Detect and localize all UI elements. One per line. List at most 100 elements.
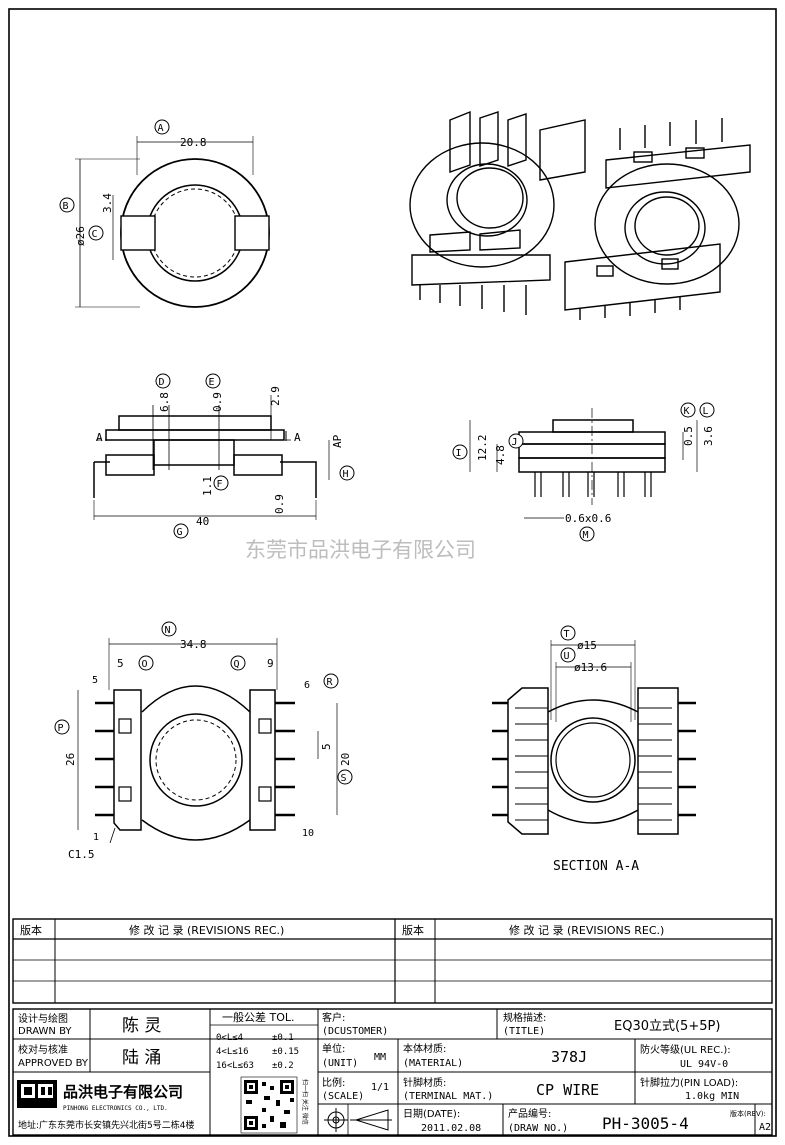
company-logo xyxy=(17,1080,57,1108)
label-p: P xyxy=(58,723,64,734)
tol-value-1: ±0.1 xyxy=(272,1033,294,1043)
rev-right-record-header: 修 改 记 录 (REVISIONS REC.) xyxy=(509,923,664,937)
qr-code xyxy=(240,1076,298,1134)
label-d: D xyxy=(159,377,165,388)
unit-label-cn: 单位: xyxy=(322,1042,345,1055)
dim-side-l: 3.6 xyxy=(702,426,715,446)
dim-side-k: 0.5 xyxy=(682,426,695,446)
label-q: Q xyxy=(234,659,240,670)
label-e: E xyxy=(209,377,215,388)
date-value: 2011.02.08 xyxy=(421,1123,481,1134)
material-value: 378J xyxy=(551,1048,587,1066)
scale-label-cn: 比例: xyxy=(322,1076,345,1089)
label-s: S xyxy=(341,773,347,784)
dim-side-base: 4.8 xyxy=(494,445,507,465)
label-f: F xyxy=(217,479,223,490)
dim-bottom-right: 9 xyxy=(267,657,274,670)
approved-label-en: APPROVED BY xyxy=(18,1058,89,1069)
customer-label-cn: 客户: xyxy=(322,1011,345,1024)
dim-bottom-height: 26 xyxy=(64,753,77,766)
label-a: A xyxy=(158,123,164,134)
isometric-view-right xyxy=(564,118,751,320)
dim-side-height: 12.2 xyxy=(476,435,489,462)
customer-label-en: (DCUSTOMER) xyxy=(322,1026,388,1037)
watermark: 东莞市品洪电子有限公司 xyxy=(245,538,476,562)
dim-front-pin: 0.9 xyxy=(273,494,286,514)
fire-rating-label: 防火等级(UL REC.): xyxy=(640,1043,731,1056)
rev-left-version-header: 版本 xyxy=(20,923,42,937)
front-view: 6.8 0.9 2.9 AP 1.1 0.9 40 A A D E F G H xyxy=(93,373,355,539)
pin-number-5: 5 xyxy=(92,675,98,686)
dim-top-height: ø26 xyxy=(74,226,87,246)
label-h: H xyxy=(343,469,349,480)
qr-caption: 扫一扫 关注 微信 xyxy=(301,1079,309,1125)
material-label-cn: 本体材质: xyxy=(403,1042,446,1055)
rev-right-version-header: 版本 xyxy=(402,923,424,937)
tol-range-1: 0<L≤4 xyxy=(216,1033,243,1043)
title-value: EQ30立式(5+5P) xyxy=(614,1019,720,1034)
scale-label-en: (SCALE) xyxy=(322,1091,364,1102)
tol-value-3: ±0.2 xyxy=(272,1061,294,1071)
rev-left-record-header: 修 改 记 录 (REVISIONS REC.) xyxy=(129,923,284,937)
projection-symbol xyxy=(324,1108,392,1132)
tol-value-2: ±0.15 xyxy=(272,1047,299,1057)
company-name-en: PINHONG ELECTRONICS CO., LTD. xyxy=(63,1105,168,1112)
fire-rating-value: UL 94V-0 xyxy=(680,1059,728,1070)
revision-value: A2 xyxy=(759,1122,771,1133)
unit-label-en: (UNIT) xyxy=(322,1058,358,1069)
tolerance-title: 一般公差 TOL. xyxy=(222,1010,295,1024)
dim-bottom-pitch: 5 xyxy=(320,743,333,750)
label-g: G xyxy=(177,527,183,538)
dim-bottom-width: 34.8 xyxy=(180,638,207,651)
terminal-value: CP WIRE xyxy=(536,1081,599,1099)
dim-front-top: 2.9 xyxy=(269,386,282,406)
label-u: U xyxy=(564,651,570,662)
pin-number-10: 10 xyxy=(302,828,314,839)
top-view: 20.8 ø26 3.4 A B C xyxy=(59,119,270,308)
dim-top-width: 20.8 xyxy=(180,136,207,149)
label-i: I xyxy=(456,448,462,459)
revisions-table xyxy=(12,918,773,1004)
drawing-number-label-en: (DRAW NO.) xyxy=(508,1123,568,1134)
section-mark-left: A xyxy=(96,431,103,444)
section-caption: SECTION A-A xyxy=(553,859,639,874)
date-label: 日期(DATE): xyxy=(403,1108,460,1120)
terminal-label-en: (TERMINAL MAT.) xyxy=(403,1091,493,1102)
dim-front-f: 1.1 xyxy=(201,476,214,496)
scale-value: 1/1 xyxy=(371,1082,389,1093)
isometric-view-left xyxy=(409,110,586,315)
unit-value: MM xyxy=(374,1052,386,1063)
dim-front-e: 0.9 xyxy=(211,392,224,412)
drawing-number-label-cn: 产品编号: xyxy=(508,1107,551,1120)
dim-bottom-left: 5 xyxy=(117,657,124,670)
dim-top-slot: 3.4 xyxy=(101,193,114,213)
dim-bottom-chamfer: C1.5 xyxy=(68,848,95,861)
title-block-grid xyxy=(12,1008,773,1136)
pin-load-label: 针脚拉力(PIN LOAD): xyxy=(640,1076,738,1089)
label-k: K xyxy=(684,406,690,417)
label-l: L xyxy=(703,406,709,417)
label-t: T xyxy=(564,629,570,640)
title-label-cn: 规格描述: xyxy=(503,1011,546,1024)
dim-section-inner: ø13.6 xyxy=(574,661,607,674)
dim-side-pin: 0.6x0.6 xyxy=(565,512,611,525)
label-m: M xyxy=(583,530,589,541)
approved-label-cn: 校对与核准 xyxy=(18,1043,68,1056)
revision-label: 版本(REV): xyxy=(730,1109,766,1118)
label-c: C xyxy=(92,229,98,240)
label-r: R xyxy=(327,677,334,688)
label-b: B xyxy=(63,201,69,212)
label-n: N xyxy=(165,625,171,636)
bottom-view: 34.8 5 9 26 5 20 C1.5 5 6 1 10 N O P Q R… xyxy=(54,621,353,861)
approved-by-name: 陆 涌 xyxy=(122,1048,161,1068)
tol-range-2: 4<L≤16 xyxy=(216,1047,249,1057)
pin-number-6: 6 xyxy=(304,680,310,691)
drawing-number: PH-3005-4 xyxy=(602,1114,689,1133)
dim-front-d: 6.8 xyxy=(158,392,171,412)
drawn-by-label-en: DRAWN BY xyxy=(18,1026,72,1037)
section-mark-right: A xyxy=(294,431,301,444)
dim-front-width: 40 xyxy=(196,515,209,528)
company-name-cn: 品洪电子有限公司 xyxy=(63,1083,183,1101)
dim-front-ap: AP xyxy=(331,434,344,448)
title-label-en: (TITLE) xyxy=(503,1026,545,1037)
